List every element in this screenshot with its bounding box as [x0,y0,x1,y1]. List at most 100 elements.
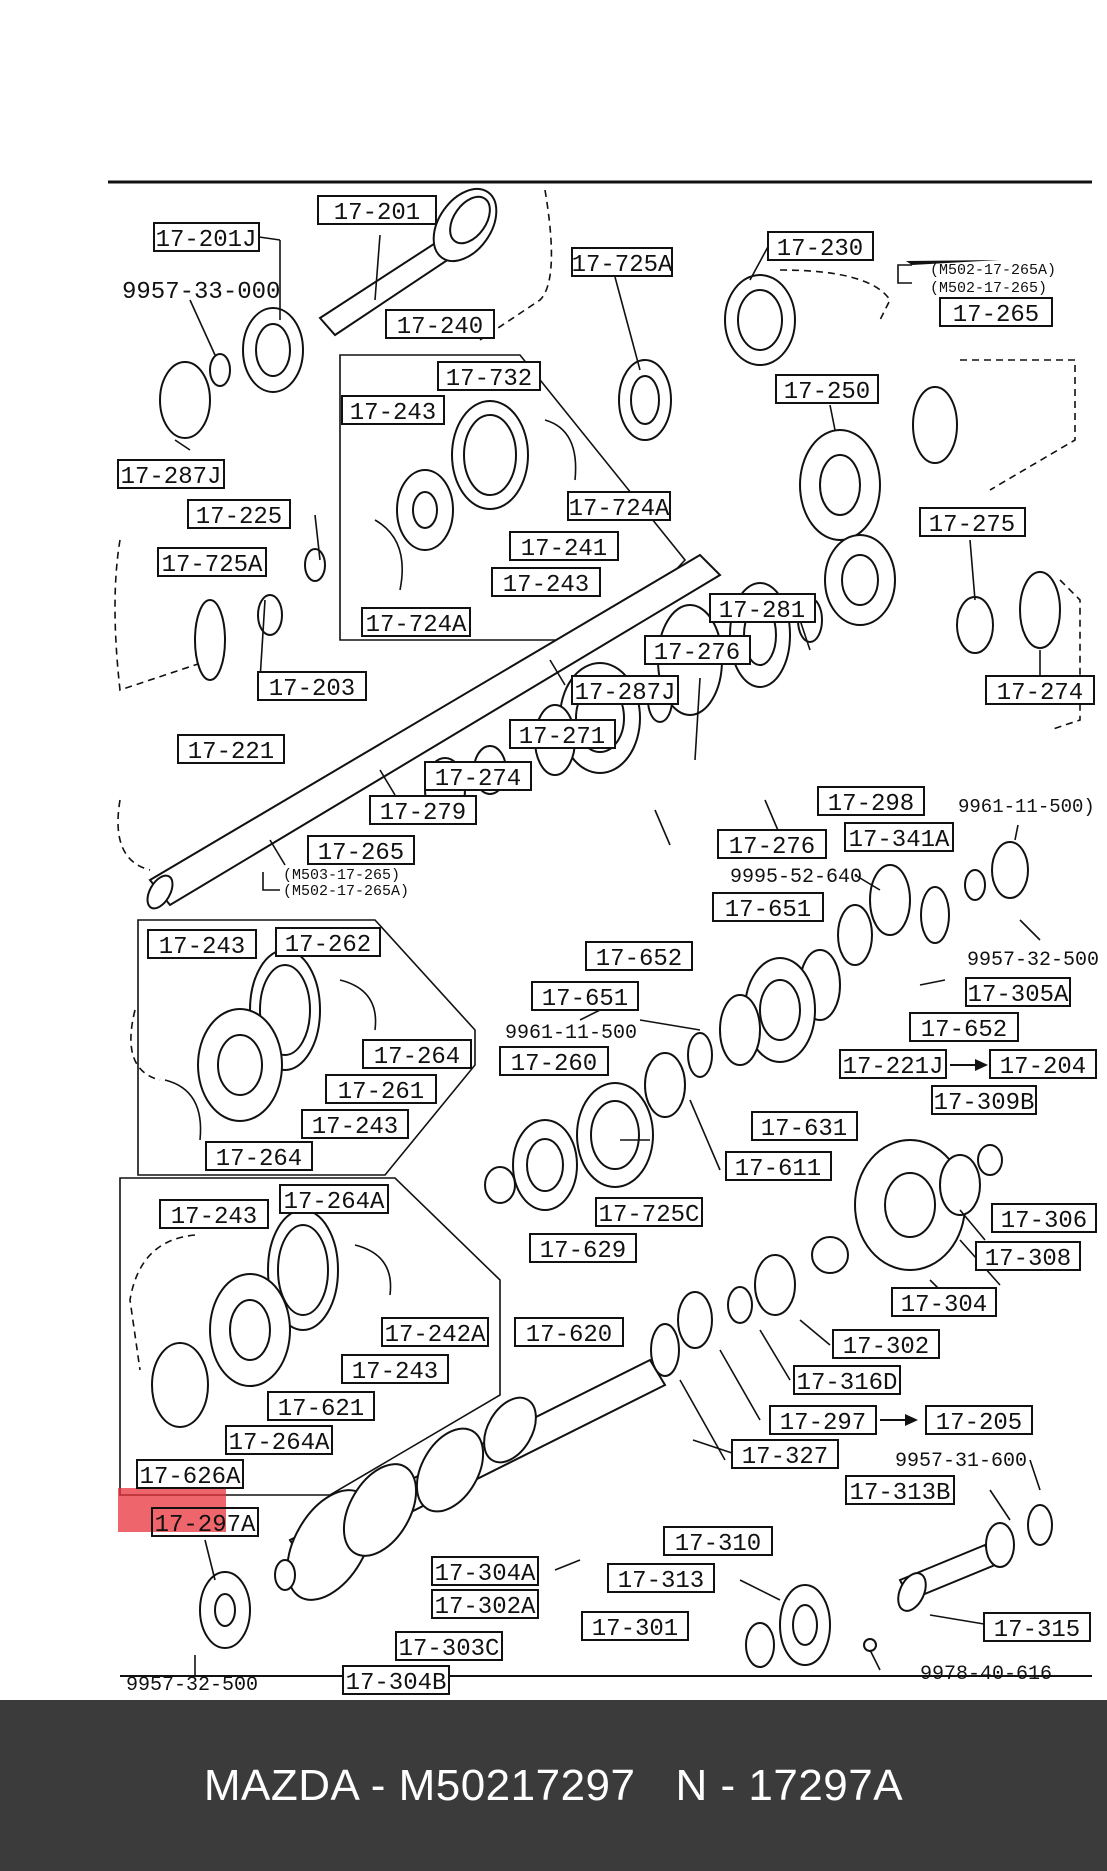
part-label-text: 17-631 [761,1116,847,1143]
part-label: 17-275 [919,507,1026,539]
group-box-17-260 [137,919,476,1176]
part-label: 17-240 [385,309,495,341]
part-label-text: 17-297 [780,1410,866,1437]
part-label: 17-241 [509,531,619,563]
part-label-text: 17-264 [216,1146,302,1173]
part-label: 17-276 [644,635,751,667]
part-label-text: 17-279 [380,800,466,827]
part-label-text: 17-225 [196,504,282,531]
part-label-text: 17-240 [397,314,483,341]
part-label-text: 17-274 [435,766,521,793]
part-number-text: 9957-33-000 [122,279,280,306]
part-label-text: 17-732 [446,366,532,393]
part-label: 17-204 [989,1049,1097,1081]
main-shaft [146,553,722,910]
part-label: 17-310 [663,1526,773,1558]
part-label-text: 17-724A [569,496,670,523]
part-label-text: 17-301 [592,1616,678,1643]
part-label-text: 17-306 [1001,1208,1087,1235]
part-label-text: 17-626A [140,1464,241,1491]
part-label: 17-621 [267,1391,375,1423]
part-label-text: 17-276 [729,834,815,861]
part-label: 17-281 [709,593,816,625]
part-label-text: 17-276 [654,640,740,667]
part-label: 17-631 [751,1111,858,1143]
part-label: 17-260 [499,1046,609,1078]
part-label: 17-302 [832,1329,940,1361]
part-number-text: 9961-11-500) [958,796,1095,818]
guide-dash [479,189,553,341]
part-label-text: 17-205 [936,1410,1022,1437]
part-label: 17-225 [187,499,291,531]
part-number-text: 9995-52-640 [730,866,862,889]
part-label: 17-626A [136,1459,244,1491]
part-label: 17-271 [509,719,616,751]
part-label-text: 17-242A [385,1322,486,1349]
part-label-text: 17-230 [777,236,863,263]
part-label-text: 17-271 [519,724,605,751]
part-label: 17-201J [153,222,260,254]
part-number-text: 9957-32-500 [967,949,1099,972]
guide-dash [779,269,891,321]
reference-text: (M502-17-265) [930,280,1047,297]
part-label: 17-651 [531,981,639,1013]
guide-dash [960,359,1076,491]
part-diagram-code: N - 17297A [675,1760,904,1810]
part-label: 17-274 [424,761,532,793]
part-label: 17-304A [431,1556,539,1588]
part-label-text: 17-243 [352,1359,438,1386]
part-label: 17-652 [909,1012,1019,1044]
part-label-text: 17-297A [155,1512,256,1539]
part-label-text: 17-302 [843,1334,929,1361]
part-label: 17-302A [431,1589,539,1621]
part-label: 17-230 [767,231,874,263]
part-label-text: 17-260 [511,1051,597,1078]
part-label: 17-341A [844,822,954,854]
part-label: 17-327 [731,1439,839,1471]
part-label: 17-725C [595,1197,703,1229]
part-label-text: 17-265 [953,302,1039,329]
part-label: 17-279 [369,795,477,827]
part-label-text: 17-304B [346,1670,447,1697]
part-number-text: 9957-32-500 [126,1674,258,1697]
part-label: 17-287J [571,675,679,707]
part-label-text: 17-309B [934,1090,1035,1117]
part-label-text: 17-651 [542,986,628,1013]
part-label-text: 17-304A [435,1561,536,1588]
part-label-text: 17-204 [1000,1054,1086,1081]
part-label-text: 17-724A [366,612,467,639]
part-number-text: 9978-40-616 [920,1663,1052,1686]
part-label: 17-250 [775,374,879,406]
transmission-exploded-diagram: 17-201 17-201J 9957-33-000 17-725A 17-23… [108,180,1099,1697]
part-label-text: 17-621 [278,1396,364,1423]
part-label-text: 17-651 [725,897,811,924]
part-label: 17-303C [395,1631,503,1663]
part-label: 17-725A [157,547,267,579]
part-label-text: 17-308 [985,1246,1071,1273]
part-label-text: 17-250 [784,379,870,406]
part-label: 17-313B [845,1475,955,1507]
part-label-text: 17-303C [399,1636,500,1663]
part-label: 17-724A [361,607,471,639]
part-label-text: 17-281 [719,598,805,625]
part-label: 17-298 [817,786,925,818]
guide-dash [117,799,151,871]
part-number-text: 9957-31-600 [895,1450,1027,1473]
target-part-label: 17-297A [151,1507,259,1539]
part-label: 17-651 [712,892,824,924]
part-label: 17-309B [931,1085,1037,1117]
part-label: 17-732 [437,361,541,393]
part-caption-bar: MAZDA - M50217297 N - 17297A [0,1700,1107,1871]
part-label-text: 17-327 [742,1444,828,1471]
reference-text: (M502-17-265A) [283,883,409,900]
part-label: 17-264 [205,1141,313,1173]
guide-dash [130,1009,161,1081]
counter-shaft [286,1358,667,1601]
part-label-text: 17-274 [997,680,1083,707]
part-label: 17-276 [717,829,827,861]
part-label: 17-205 [925,1405,1033,1437]
part-label: 17-203 [257,671,367,703]
part-label-text: 17-620 [526,1322,612,1349]
part-label: 17-264A [279,1184,389,1216]
part-labels: 17-201 17-201J 9957-33-000 17-725A 17-23… [117,195,1099,1697]
